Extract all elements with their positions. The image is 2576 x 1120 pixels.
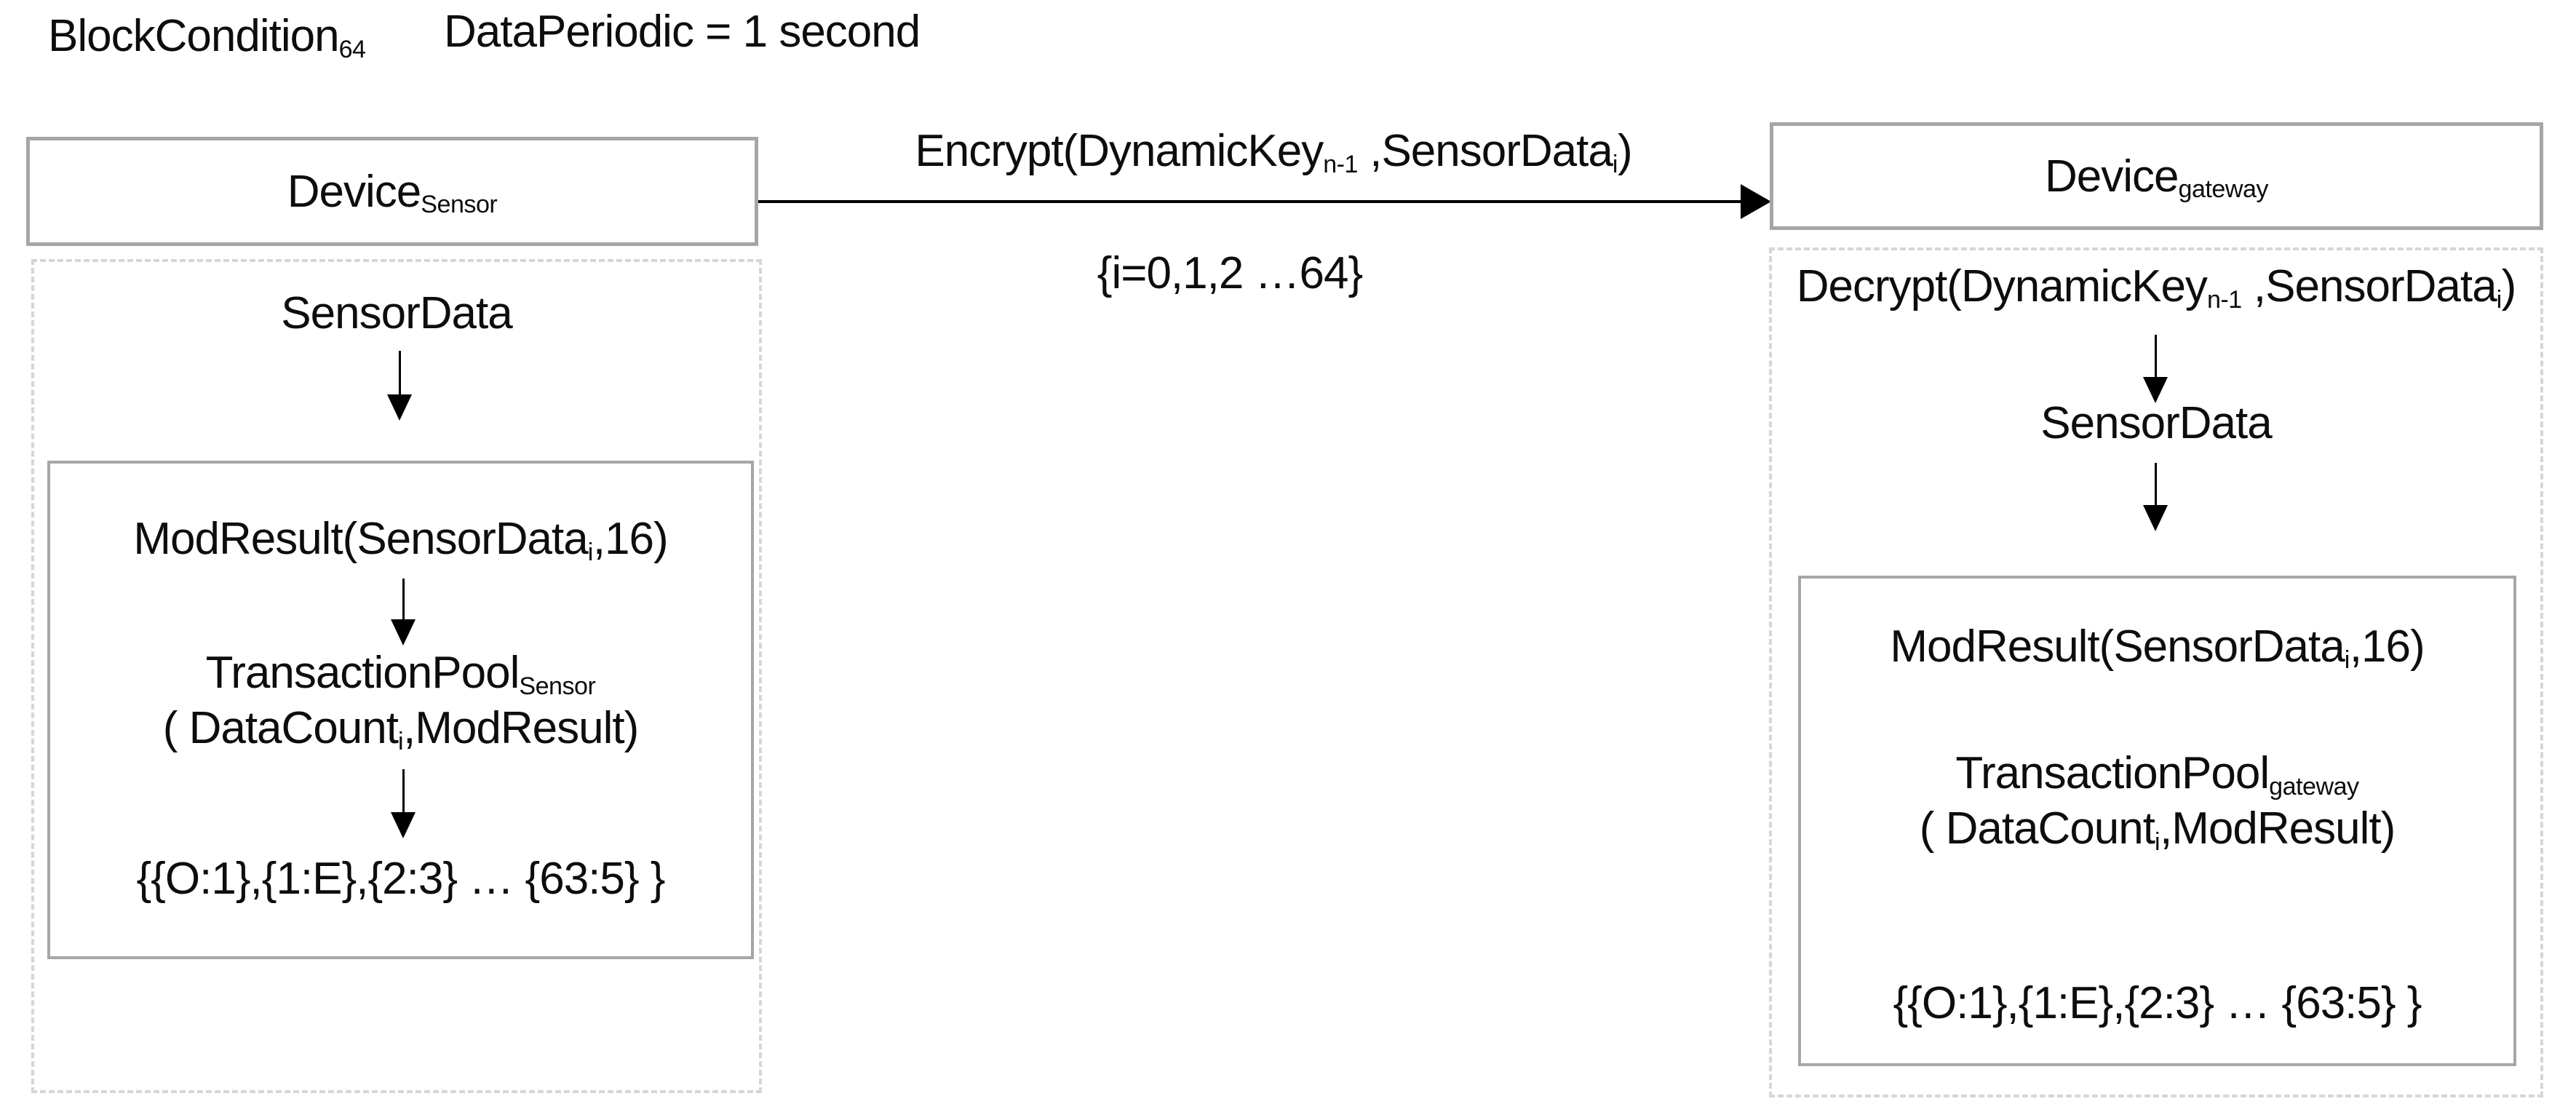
gateway-transaction-pool-label: TransactionPoolgateway xyxy=(1801,747,2513,801)
encrypt-label-post: ) xyxy=(1617,126,1633,176)
arrow-head xyxy=(387,394,412,421)
arrow-head xyxy=(391,619,416,646)
arrow-shaft xyxy=(398,351,401,396)
device-gateway-label-sub: gateway xyxy=(2178,175,2269,204)
encrypt-label-pre: Encrypt(DynamicKey xyxy=(915,126,1324,176)
decrypt-label-sub2: i xyxy=(2496,285,2503,314)
down-arrow-gateway-2 xyxy=(2139,463,2171,531)
sensor-transaction-pool-sub: Sensor xyxy=(519,672,596,700)
device-gateway-label-base: Device xyxy=(2045,151,2179,202)
encrypt-label-mid: ,SensorData xyxy=(1358,126,1613,176)
gateway-mod-result-sub: i xyxy=(2344,646,2350,674)
sensor-mod-result-post: ,16) xyxy=(592,514,669,564)
decrypt-label: Decrypt(DynamicKeyn-1 ,SensorDatai) xyxy=(1772,261,2540,314)
encrypt-flow-arrow xyxy=(758,183,1771,220)
gateway-transaction-pool-base: TransactionPool xyxy=(1955,748,2270,798)
gateway-flow-panel: Decrypt(DynamicKeyn-1 ,SensorDatai) Sens… xyxy=(1769,247,2543,1097)
down-arrow-sensor-1 xyxy=(383,351,416,421)
down-arrow-sensor-3 xyxy=(387,769,419,838)
gateway-mod-result-post: ,16) xyxy=(2349,621,2425,672)
down-arrow-gateway-1 xyxy=(2139,335,2171,403)
arrow-shaft xyxy=(402,769,405,814)
decrypt-label-sub1: n-1 xyxy=(2206,285,2242,314)
encrypt-label-sub1: n-1 xyxy=(1323,150,1358,178)
decrypt-label-mid: ,SensorData xyxy=(2241,261,2497,311)
device-gateway-label: Devicegateway xyxy=(2045,151,2269,204)
data-periodic-label: DataPeriodic = 1 second xyxy=(444,7,921,57)
block-condition-base: BlockCondition xyxy=(48,11,340,61)
encrypt-label: Encrypt(DynamicKeyn-1 ,SensorDatai) xyxy=(837,125,1710,178)
device-sensor-label: DeviceSensor xyxy=(287,166,498,219)
gateway-transaction-pool-sub: gateway xyxy=(2269,772,2359,801)
gateway-mod-result-label: ModResult(SensorDatai,16) xyxy=(1801,621,2513,674)
sensor-mod-result-pre: ModResult(SensorData xyxy=(133,514,588,564)
gateway-pool-args-label: ( DataCounti,ModResult) xyxy=(1801,803,2513,856)
arrow-head xyxy=(391,812,416,838)
gateway-pool-args-post: ,ModResult) xyxy=(2160,803,2396,854)
sensor-transaction-pool-base: TransactionPool xyxy=(205,648,520,698)
arrow-shaft xyxy=(2154,463,2157,507)
sensor-process-box: ModResult(SensorDatai,16) TransactionPoo… xyxy=(47,461,754,959)
sensor-pool-args-post: ,ModResult) xyxy=(403,703,639,753)
device-sensor-label-sub: Sensor xyxy=(421,191,498,219)
gateway-pool-args-pre: ( DataCount xyxy=(1919,803,2155,854)
down-arrow-sensor-2 xyxy=(387,579,419,646)
sensor-mod-result-label: ModResult(SensorDatai,16) xyxy=(50,513,751,566)
sensor-pool-args-sub: i xyxy=(397,727,404,755)
arrow-head xyxy=(2143,377,2168,403)
arrow-shaft xyxy=(402,579,405,621)
block-condition-subscript: 64 xyxy=(338,35,366,63)
device-sensor-label-base: Device xyxy=(287,166,422,217)
gateway-pool-args-sub: i xyxy=(2154,827,2160,856)
device-sensor-box: DeviceSensor xyxy=(26,137,758,246)
arrow-head xyxy=(1741,184,1771,219)
sensor-mod-result-sub: i xyxy=(587,538,594,566)
gateway-pool-set-label: {{O:1},{1:E},{2:3} … {63:5} } xyxy=(1893,978,2422,1028)
sensor-pool-args-pre: ( DataCount xyxy=(162,703,399,753)
sensor-pool-args-label: ( DataCounti,ModResult) xyxy=(50,702,751,755)
sensor-data-label: SensorData xyxy=(281,288,512,338)
sensor-flow-panel: SensorData ModResult(SensorDatai,16) Tra… xyxy=(31,259,762,1093)
gateway-process-box: ModResult(SensorDatai,16) TransactionPoo… xyxy=(1798,576,2516,1066)
decrypt-label-pre: Decrypt(DynamicKey xyxy=(1796,261,2208,311)
arrow-shaft xyxy=(758,200,1744,203)
arrow-shaft xyxy=(2154,335,2157,378)
sensor-pool-set-label: {{O:1},{1:E},{2:3} … {63:5} } xyxy=(136,854,665,904)
device-gateway-box: Devicegateway xyxy=(1770,122,2543,230)
gateway-sensor-data-label: SensorData xyxy=(2040,398,2272,448)
gateway-mod-result-pre: ModResult(SensorData xyxy=(1890,621,2345,672)
index-range-label: {i=0,1,2 …64} xyxy=(1097,248,1363,298)
decrypt-label-post: ) xyxy=(2501,261,2517,311)
block-condition-label: BlockCondition64 xyxy=(48,10,366,63)
arrow-head xyxy=(2143,505,2168,531)
encrypt-label-sub2: i xyxy=(1612,150,1618,178)
sensor-transaction-pool-label: TransactionPoolSensor xyxy=(50,647,751,700)
